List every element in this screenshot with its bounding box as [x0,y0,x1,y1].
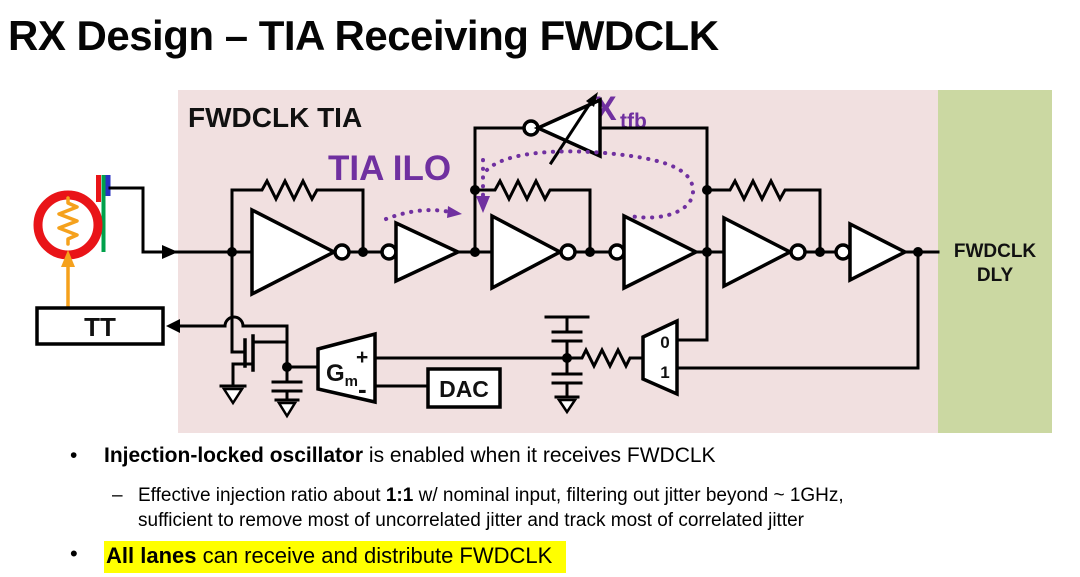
bullet-all-lanes: • All lanes can receive and distribute F… [70,541,567,573]
gm-minus-label: - [358,374,367,404]
mux-input0-label: 0 [660,333,669,352]
mux-in1-wire [675,250,920,370]
svg-text:tfb: tfb [620,110,647,133]
inverter-2-bubble [380,243,398,261]
tt-block: TT [35,306,165,346]
svg-text:FWDCLK: FWDCLK [954,241,1037,262]
dly-region-bg [938,90,1052,433]
inv1-feedback-resistor [230,177,365,254]
sub-bullet-marker: – [112,485,123,506]
inv3-feedback-resistor [473,177,592,254]
inverter-5 [722,215,794,289]
svg-text:DAC: DAC [439,376,489,402]
gm-amplifier: Gm + - [285,331,377,405]
loop-resistor-icon [565,346,645,370]
output-label: FWDCLK DLY [954,241,1037,286]
inverter-2 [394,220,463,284]
probe-arrow-icon [61,250,75,309]
dac-block: DAC [426,367,502,409]
inverter-3-bubble [559,243,577,261]
bias-cap-icon [271,365,303,419]
sub-bullet-text: Effective injection ratio about 1:1 w/ n… [138,485,844,531]
highlighted-text: All lanes can receive and distribute FWD… [104,541,567,573]
inverter-6 [848,221,909,283]
bullet-marker: • [70,541,78,566]
svg-text:TT: TT [84,312,116,342]
channel-bars-icon [96,175,111,252]
sub-bullet-injection-ratio: – Effective injection ratio about 1:1 w/… [112,483,844,533]
ilo-label: TIA ILO [328,149,451,188]
input-arrowhead [162,245,178,259]
bullet-text: Injection-locked oscillator is enabled w… [104,444,716,467]
svg-text:Gm: Gm [326,360,358,390]
bias-transistor [230,250,289,387]
loop-filter-caps-icon [544,315,590,415]
tt-feedback-wire [166,315,289,369]
inverter-3 [490,213,564,291]
inverter-1 [250,207,338,297]
mux: 0 1 [641,318,679,397]
inverter-4 [622,213,700,291]
tia-block-label: FWDCLK TIA [188,102,362,133]
probe-resistor-icon [57,196,79,246]
junction-dots [227,185,923,372]
inverter-1-bubble [333,243,351,261]
mux-input1-label: 1 [660,363,669,382]
inverter-5-bubble [789,243,807,261]
gm-plus-label: + [356,346,368,369]
injection-arrow-icon [384,206,462,221]
ground-icon [219,384,247,406]
svg-text:DLY: DLY [977,265,1014,286]
inverter-6-bubble [834,243,852,261]
bullet-marker: • [70,444,78,467]
tfb-inverter [473,92,709,166]
bullet-injection-locked: • Injection-locked oscillator is enabled… [70,444,716,468]
tuning-arrow-icon [548,99,594,166]
input-wire [108,186,254,254]
inverter-4-bubble [608,243,626,261]
inv5-feedback-resistor [705,177,822,254]
feedback-loop-curve-icon [485,149,696,220]
page-title: RX Design – TIA Receiving FWDCLK [8,12,719,59]
injection-down-arrow-icon [476,158,490,213]
